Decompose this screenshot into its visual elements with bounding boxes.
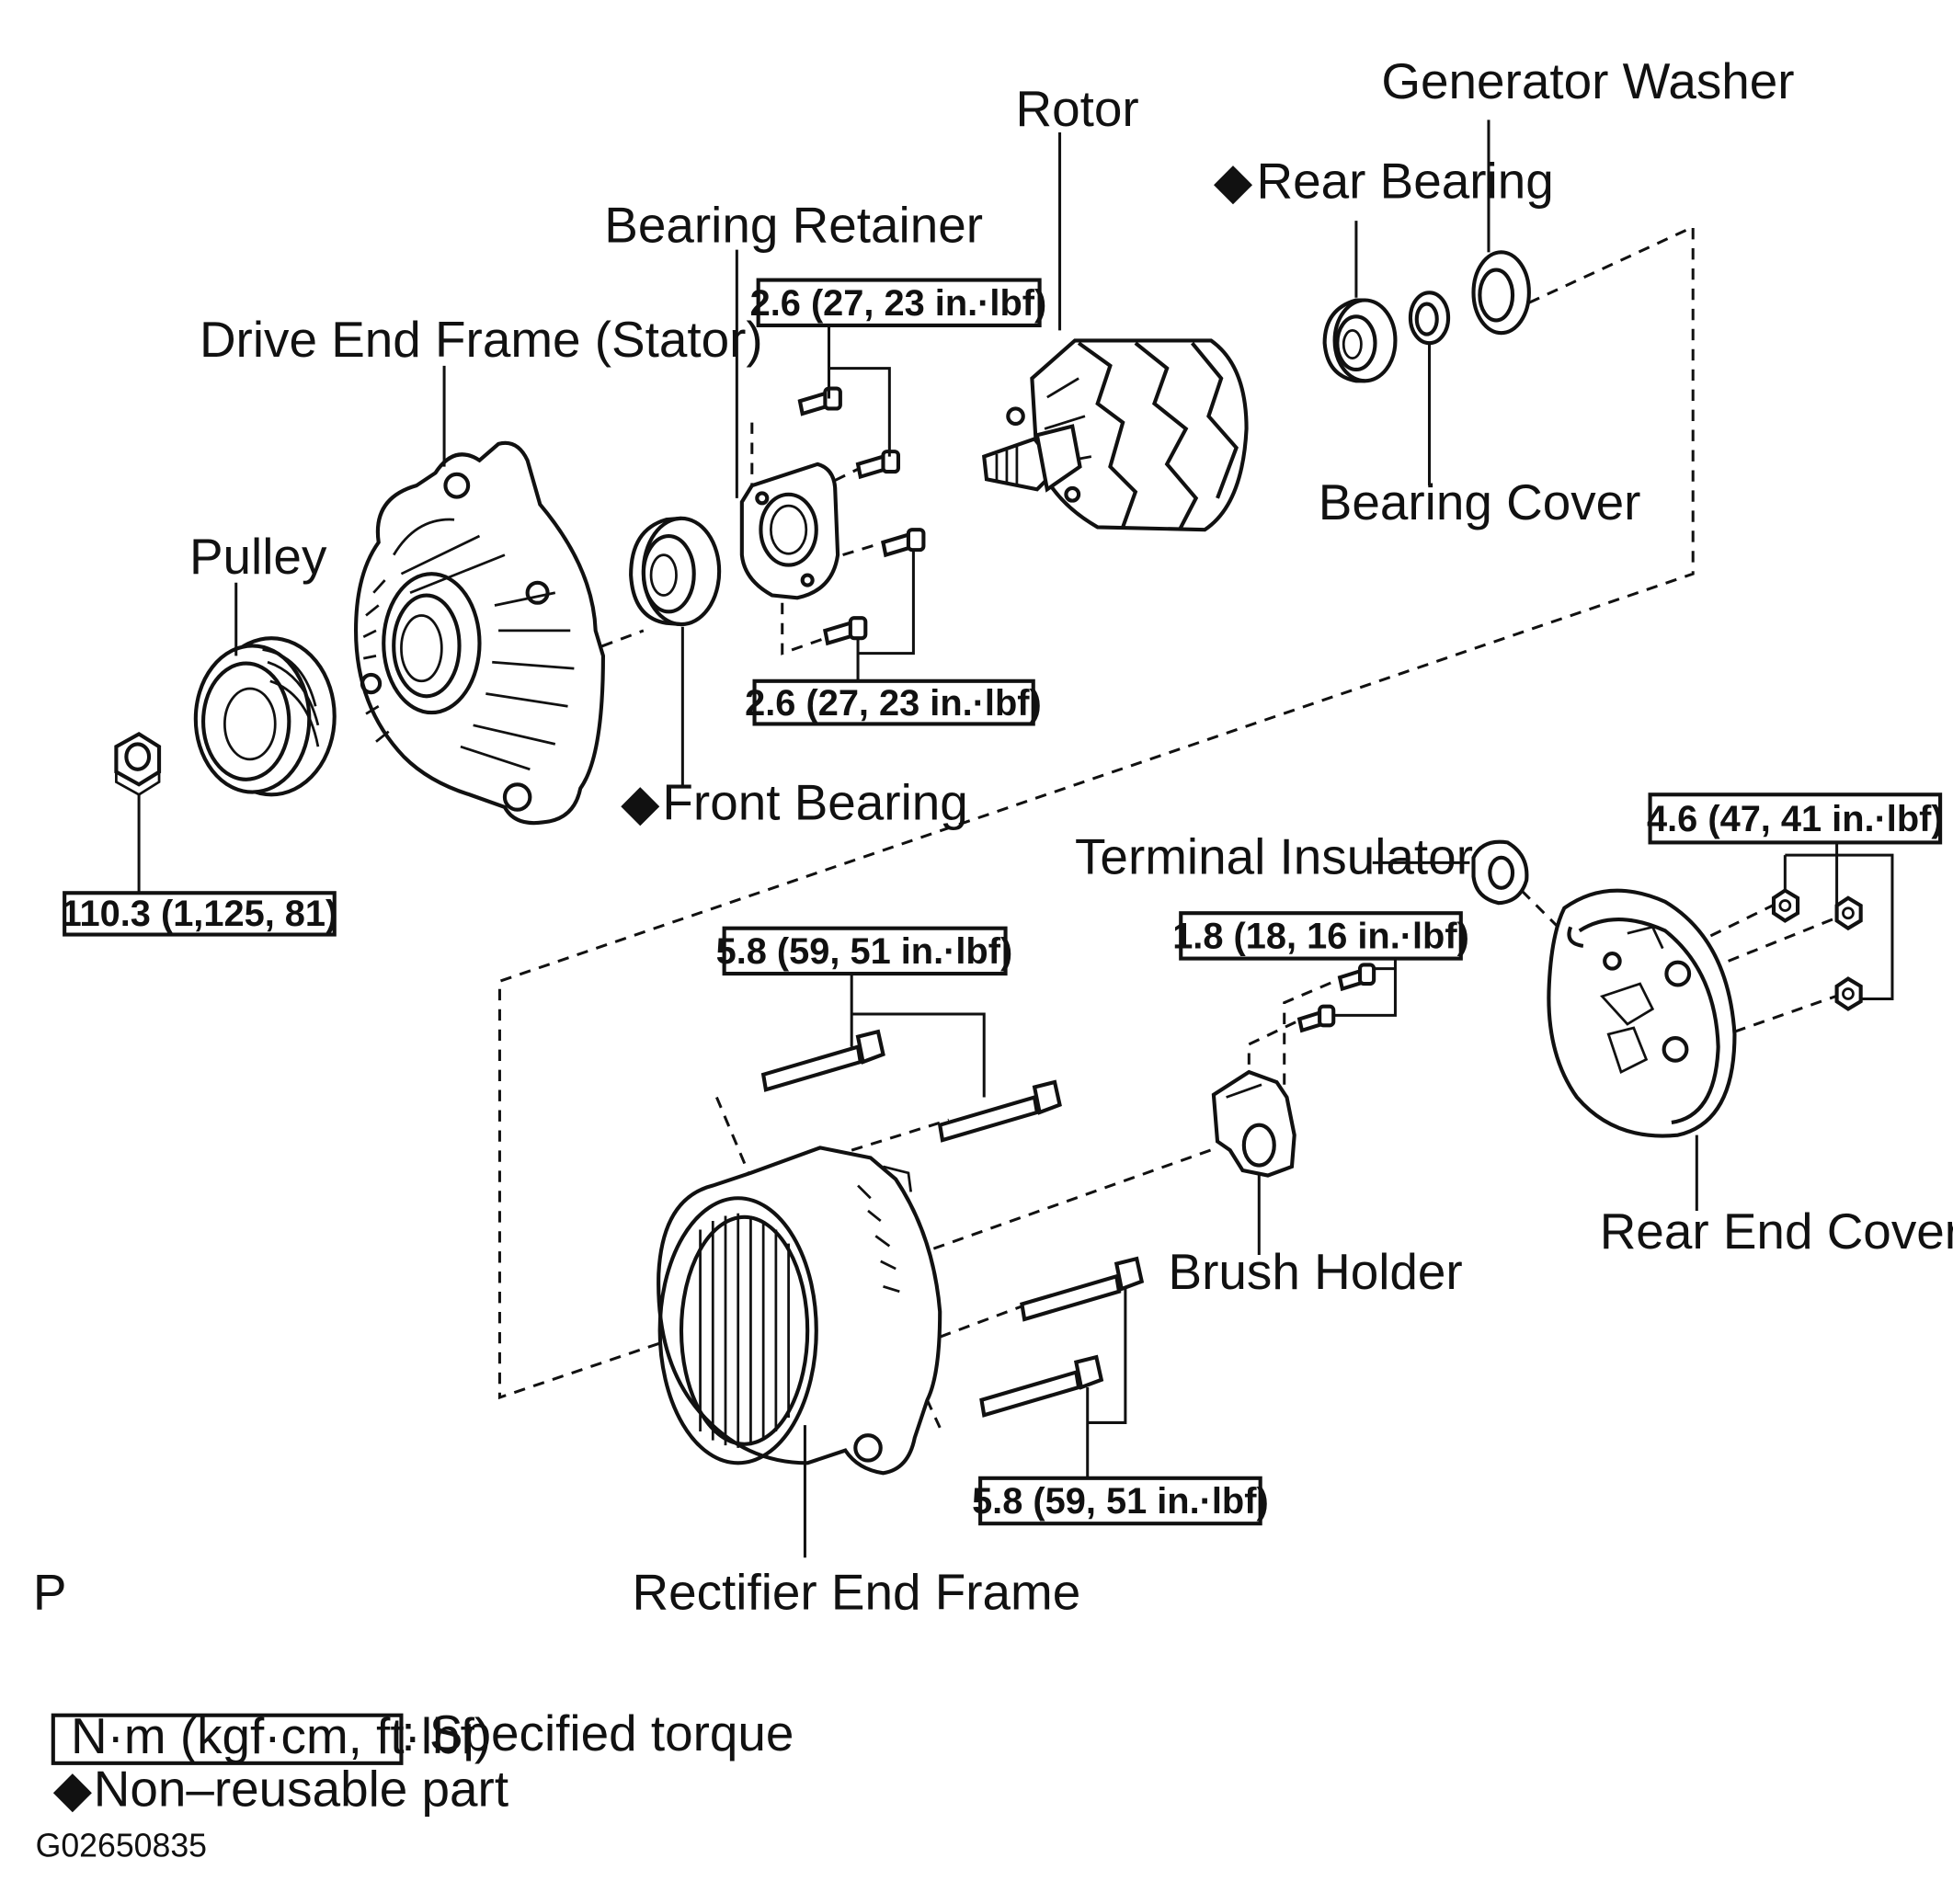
- label-front-bearing: Front Bearing: [662, 774, 967, 831]
- torque-box-rectifier-top: 5.8 (59, 51 in.·lbf): [716, 926, 1013, 976]
- label-bearing-cover: Bearing Cover: [1319, 473, 1641, 530]
- rear-bearing-diamond-icon: ◆: [1214, 152, 1253, 209]
- legend-torque-text: : Specified torque: [401, 1704, 794, 1761]
- legend-torque-units: N·m (kgf·cm, ft·lbf): [71, 1707, 491, 1764]
- drive-end-frame-part: [353, 440, 605, 826]
- rear-end-cover-part: [1547, 888, 1737, 1138]
- torque-pulley-nut: 110.3 (1,125, 81): [62, 894, 338, 934]
- torque-retainer-bottom: 2.6 (27, 23 in.·lbf): [745, 683, 1042, 724]
- rear-bearing-part: [1322, 298, 1398, 383]
- legend: N·m (kgf·cm, ft·lbf) : Specified torque …: [36, 1704, 794, 1864]
- bearing-cover-part: [1408, 291, 1451, 346]
- label-rear-bearing: Rear Bearing: [1257, 152, 1554, 209]
- leader-lines: [137, 120, 1894, 1558]
- generator-washer-part: [1471, 250, 1531, 336]
- figure-code: G02650835: [36, 1827, 207, 1864]
- torque-rectifier-top: 5.8 (59, 51 in.·lbf): [716, 931, 1013, 972]
- rectifier-bolts-top: [760, 1029, 1062, 1143]
- rotor-part: [982, 338, 1249, 532]
- label-rear-end-cover: Rear End Cover: [1600, 1203, 1953, 1260]
- bearing-retainer-part: [739, 462, 840, 600]
- legend-diamond-icon: ◆: [53, 1760, 93, 1817]
- label-generator-washer: Generator Washer: [1381, 52, 1794, 109]
- front-bearing-diamond-icon: ◆: [621, 774, 660, 831]
- legend-nonreusable-text: Non–reusable part: [94, 1760, 508, 1817]
- label-rectifier-end-frame: Rectifier End Frame: [632, 1563, 1080, 1620]
- torque-rectifier-bottom: 5.8 (59, 51 in.·lbf): [972, 1481, 1269, 1522]
- terminal-insulator-part: [1471, 839, 1529, 906]
- label-terminal-insulator: Terminal Insulator: [1075, 828, 1473, 885]
- legend-torque-box: [51, 1713, 404, 1765]
- rectifier-end-frame-part: [657, 1146, 942, 1476]
- rectifier-bolts-bottom: [979, 1256, 1145, 1418]
- front-bearing-part: [629, 516, 722, 627]
- torque-box-retainer-bottom: 2.6 (27, 23 in.·lbf): [745, 678, 1042, 726]
- retainer-screws: [797, 386, 926, 646]
- brush-holder-screws: [1296, 963, 1376, 1033]
- label-bearing-retainer: Bearing Retainer: [604, 196, 983, 253]
- marker-p: P: [33, 1563, 67, 1620]
- pulley-nut: [114, 732, 162, 796]
- torque-brush-holder: 1.8 (18, 16 in.·lbf): [1172, 917, 1469, 957]
- rear-cover-nuts: [1771, 888, 1863, 1011]
- brush-holder-part: [1211, 1069, 1296, 1178]
- torque-box-rectifier-bottom: 5.8 (59, 51 in.·lbf): [972, 1476, 1269, 1526]
- label-brush-holder: Brush Holder: [1169, 1243, 1463, 1300]
- pulley-part: [193, 636, 337, 797]
- torque-specs: 2.6 (27, 23 in.·lbf) 2.6 (27, 23 in.·lbf…: [62, 278, 1944, 1526]
- torque-retainer-top: 2.6 (27, 23 in.·lbf): [750, 283, 1047, 324]
- torque-box-brush-holder: 1.8 (18, 16 in.·lbf): [1172, 911, 1469, 961]
- torque-box-rear-cover: 4.6 (47, 41 in.·lbf): [1647, 792, 1944, 845]
- label-rotor: Rotor: [1016, 80, 1139, 137]
- part-labels: Generator Washer Rotor ◆ Rear Bearing Be…: [33, 52, 1953, 1620]
- torque-rear-cover: 4.6 (47, 41 in.·lbf): [1647, 799, 1944, 839]
- label-pulley: Pulley: [189, 528, 327, 585]
- torque-box-pulley-nut: 110.3 (1,125, 81): [62, 891, 338, 937]
- label-drive-end-frame: Drive End Frame (Stator): [200, 311, 763, 368]
- torque-box-retainer-top: 2.6 (27, 23 in.·lbf): [750, 278, 1047, 327]
